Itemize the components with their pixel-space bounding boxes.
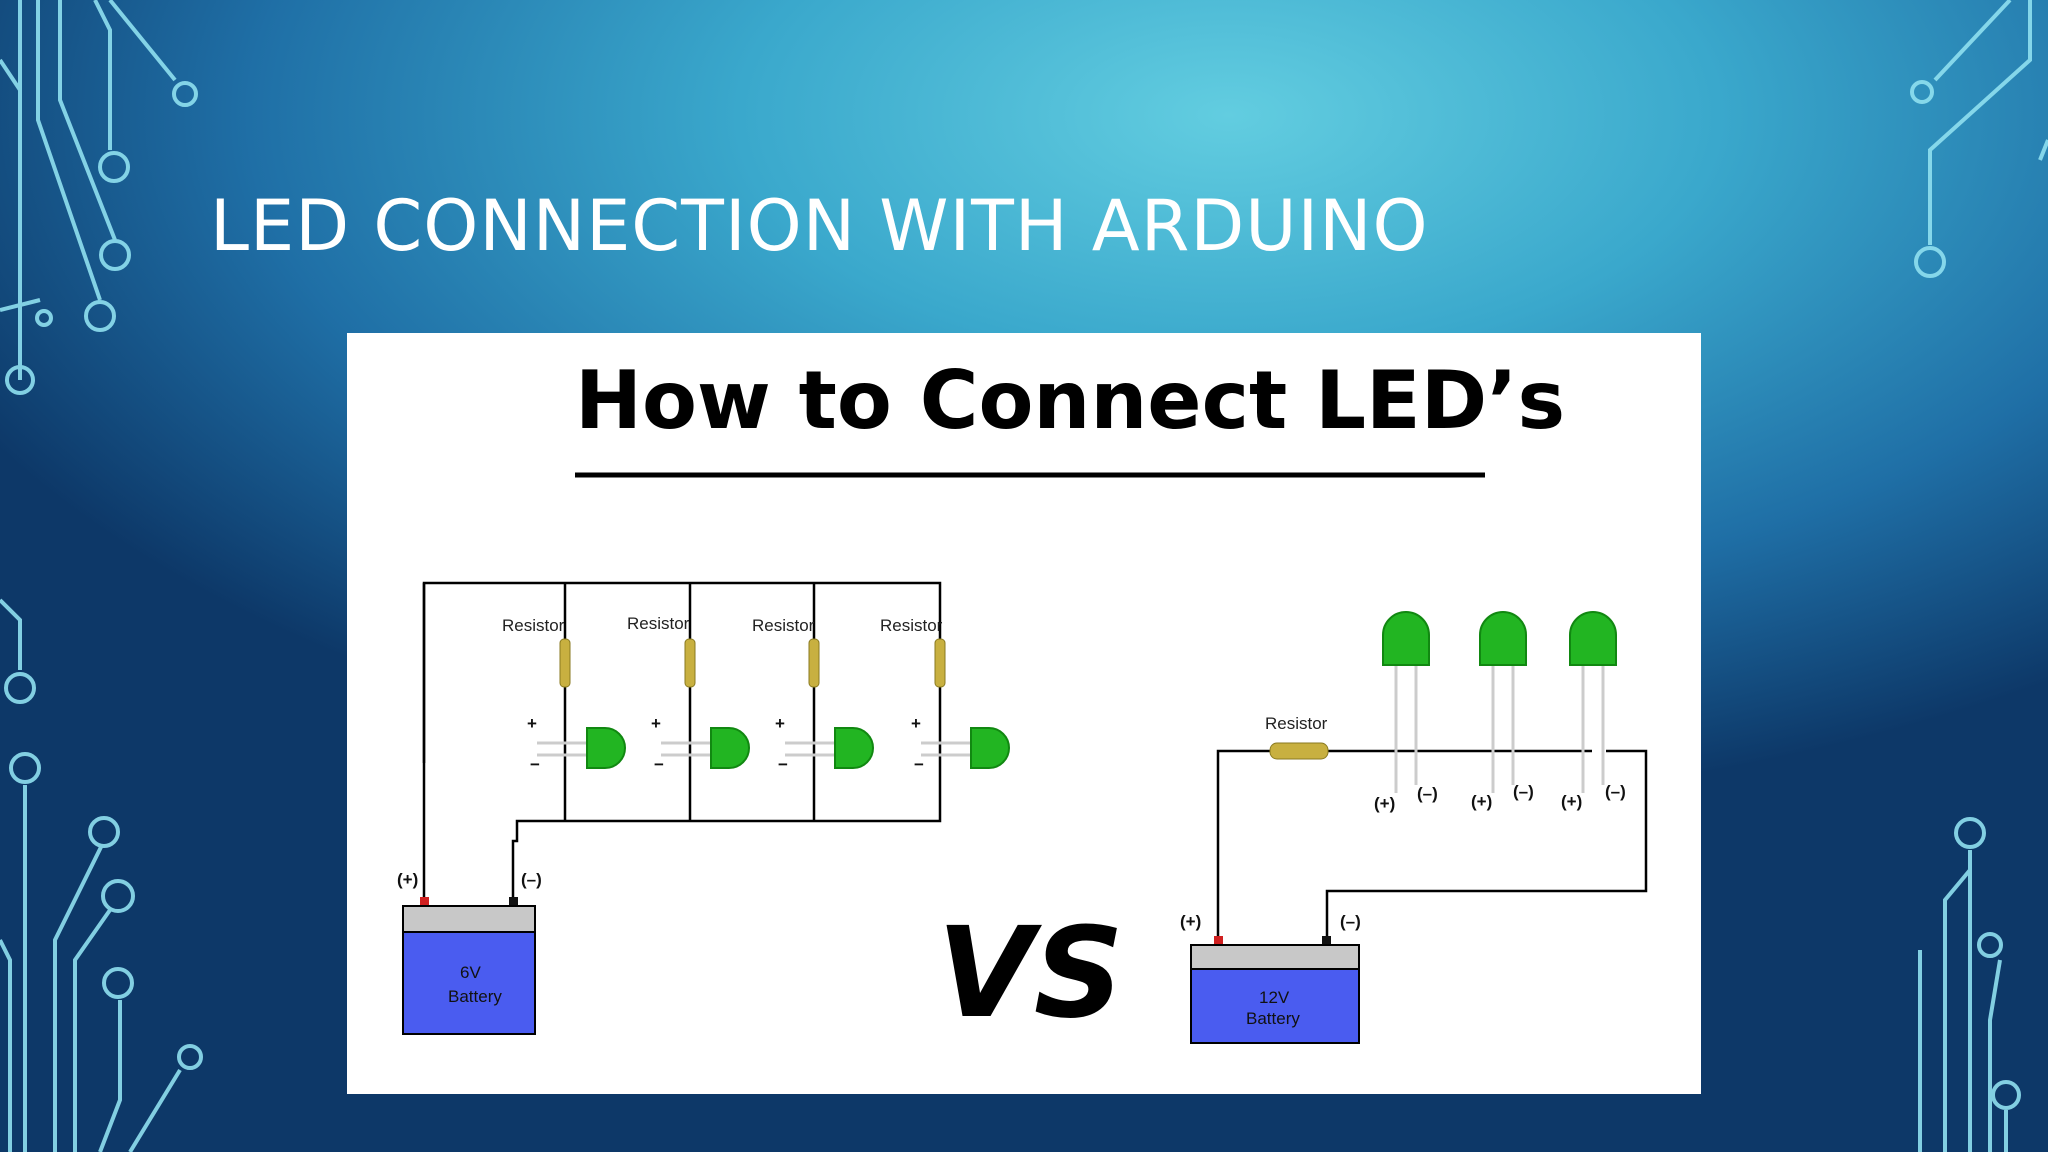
- led-icon: [1479, 611, 1527, 793]
- plus-label: (+): [397, 870, 418, 889]
- led-polarity-label: (–): [1417, 784, 1438, 803]
- battery-voltage: 12V: [1259, 988, 1290, 1007]
- led-icon: + −: [911, 714, 1010, 774]
- led-connection-diagram: How to Connect LED’s Resistor Resistor R…: [397, 354, 1648, 1046]
- right-wire-return: [1325, 749, 1648, 939]
- resistor-label: Resistor: [627, 614, 690, 633]
- led-icon: + −: [527, 714, 626, 774]
- left-circuit: [422, 581, 942, 903]
- led-icon: [1382, 611, 1430, 793]
- plus-label: (+): [1180, 912, 1201, 931]
- left-leds: + − + − + − + −: [527, 714, 1010, 774]
- slide-title: LED CONNECTION WITH ARDUINO: [210, 185, 1429, 267]
- svg-text:+: +: [651, 714, 661, 733]
- svg-text:−: −: [778, 755, 788, 774]
- minus-label: (–): [1340, 912, 1361, 931]
- svg-text:−: −: [530, 755, 540, 774]
- diagram-panel: How to Connect LED’s Resistor Resistor R…: [347, 333, 1701, 1094]
- minus-label: (–): [521, 870, 542, 889]
- led-icon: [1569, 611, 1617, 793]
- resistor-label: Resistor: [880, 616, 943, 635]
- resistor-icon: [934, 638, 946, 688]
- led-icon: + −: [651, 714, 750, 774]
- battery-12v: [1190, 936, 1360, 1044]
- resistor-icon: [559, 638, 571, 688]
- right-wire-left: [1216, 749, 1396, 940]
- vs-label: VS: [937, 901, 1124, 1046]
- led-polarity-label: (–): [1605, 782, 1626, 801]
- battery-6v: [402, 897, 536, 1035]
- svg-text:+: +: [527, 714, 537, 733]
- battery-label: Battery: [448, 987, 502, 1006]
- resistor-icon: [1269, 742, 1329, 760]
- svg-text:+: +: [775, 714, 785, 733]
- led-polarity-label: (–): [1513, 782, 1534, 801]
- right-leds: [1382, 611, 1617, 793]
- led-polarity-label: (+): [1471, 792, 1492, 811]
- resistor-icon: [684, 638, 696, 688]
- resistor-label: Resistor: [752, 616, 815, 635]
- led-icon: + −: [775, 714, 874, 774]
- left-wire-frame: [422, 581, 942, 903]
- battery-voltage: 6V: [460, 963, 481, 982]
- led-polarity-label: (+): [1374, 794, 1395, 813]
- svg-text:+: +: [911, 714, 921, 733]
- diagram-heading: How to Connect LED’s: [575, 354, 1565, 447]
- battery-label: Battery: [1246, 1009, 1300, 1028]
- resistor-label: Resistor: [502, 616, 565, 635]
- resistor-icon: [808, 638, 820, 688]
- resistor-label: Resistor: [1265, 714, 1328, 733]
- svg-text:−: −: [914, 755, 924, 774]
- svg-text:−: −: [654, 755, 664, 774]
- led-polarity-label: (+): [1561, 792, 1582, 811]
- left-resistors: [559, 638, 946, 688]
